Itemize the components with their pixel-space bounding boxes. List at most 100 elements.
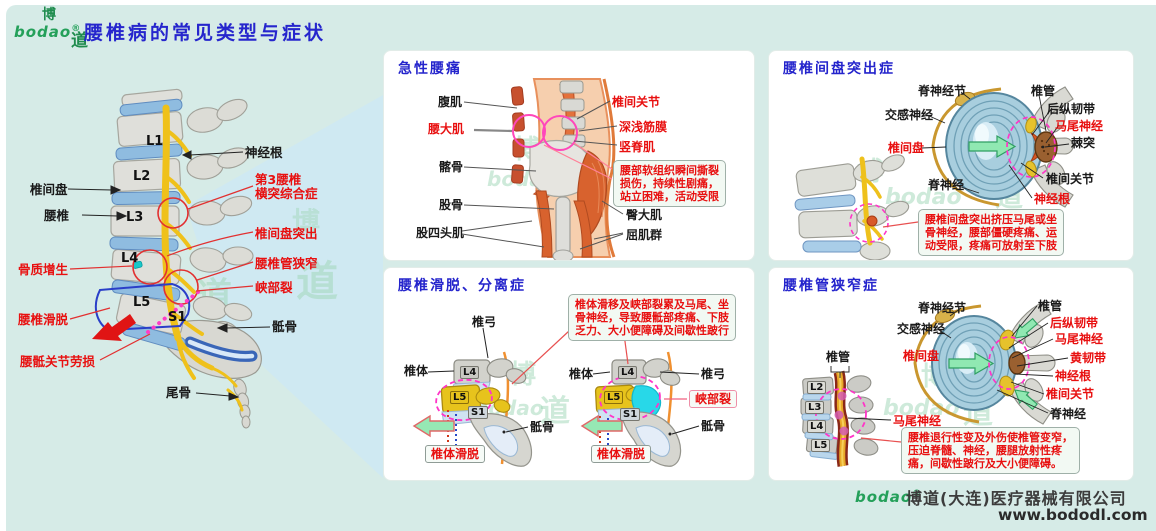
- label-l3-transverse-syndrome: 第3腰椎 横突综合症: [255, 172, 318, 202]
- panel-acute-low-back-pain: 博 bodao 道: [383, 50, 755, 261]
- acute-note-line2: 损伤，持续性剧痛，: [620, 177, 719, 190]
- label-coccyx: 尾骨: [166, 385, 192, 400]
- label-spinal-canal-small-fig: 椎管: [826, 350, 851, 364]
- label-lumbar-vertebra: 腰椎: [44, 208, 70, 223]
- label-quadriceps: 股四头肌: [416, 226, 465, 240]
- slip-note: 椎体滑移及峡部裂累及马尾、坐 骨神经，导致腰骶部疼痛、下肢 乏力、大小便障碍及间…: [568, 294, 736, 341]
- herniation-note-line1: 腰椎间盘突出挤压马尾或坐: [925, 213, 1057, 226]
- label-bone-spur: 骨质增生: [18, 262, 69, 277]
- label-fascia: 深浅筋膜: [619, 120, 668, 134]
- label-nerve-root: 神经根: [245, 145, 283, 160]
- label-femur: 股骨: [439, 198, 464, 212]
- label-cauda-equina: 马尾神经: [1055, 332, 1104, 346]
- watermark-bo: 博: [510, 360, 537, 390]
- panel-spondylolisthesis: 博 bodao 道: [383, 267, 755, 481]
- acute-pain-note: 腰部软组织瞬间撕裂 损伤，持续性剧痛， 站立困难，活动受限: [613, 160, 726, 207]
- label-nerve-root: 神经根: [1034, 192, 1071, 206]
- label-spinal-ganglion: 脊神经节: [918, 301, 967, 315]
- footer-website: www.bododl.com: [998, 506, 1148, 524]
- label-nerve-root: 神经根: [1055, 369, 1092, 383]
- herniation-note-line3: 动受限，疼痛可放射至下肢: [925, 239, 1057, 252]
- tag-vertebral-slip-right: 椎体滑脱: [591, 445, 652, 463]
- panel-acute-title: 急性腰痛: [398, 61, 462, 77]
- logo-bo-character: 博: [42, 7, 56, 23]
- label-sympathetic-nerve: 交感神经: [897, 322, 946, 336]
- label-disc: 椎间盘: [888, 141, 925, 155]
- label-cauda-equina: 马尾神经: [1055, 119, 1104, 133]
- label-spinal-stenosis: 腰椎管狭窄: [255, 256, 318, 271]
- label-lumbosacral-strain: 腰骶关节劳损: [20, 354, 96, 369]
- vertebra-chip-s1: S1: [620, 408, 641, 421]
- vertebra-chip-l5: L5: [450, 391, 470, 404]
- stenosis-note-line1: 腰椎退行性变及外伤使椎管变窄，: [908, 431, 1073, 444]
- vertebra-label-l1: L1: [146, 134, 164, 149]
- vertebra-chip-l4: L4: [807, 420, 827, 433]
- vertebra-chip-l4: L4: [618, 366, 638, 379]
- herniation-note-line2: 骨神经，腰部僵硬疼痛、运: [925, 226, 1057, 239]
- watermark-bo: 博: [514, 135, 541, 165]
- watermark-bo: 博: [857, 157, 884, 187]
- vertebra-label-l3: L3: [126, 210, 144, 225]
- label-spinal-nerve: 脊神经: [928, 178, 965, 192]
- panel-spinal-stenosis: 博 bodao 道: [768, 267, 1134, 481]
- stenosis-note: 腰椎退行性变及外伤使椎管变窄， 压迫脊髓、神经，腰腿放射性疼 痛，间歇性跛行及大…: [901, 427, 1080, 474]
- label-cauda-equina-small-fig: 马尾神经: [893, 414, 942, 428]
- slip-note-line3: 乏力、大小便障碍及间歇性跛行: [575, 324, 729, 337]
- watermark-dao: 道: [963, 396, 993, 431]
- label-sacrum: 骶骨: [701, 419, 726, 433]
- label-spinous-process: 棘突: [1071, 136, 1096, 150]
- panel-slip-title: 腰椎滑脱、分离症: [398, 278, 526, 294]
- label-vertebral-body: 椎体: [404, 364, 429, 378]
- label-spinal-canal: 椎管: [1031, 84, 1056, 98]
- footer-company-name: 博道(大连)医疗器械有限公司: [906, 489, 1127, 508]
- label-vertebral-body: 椎体: [569, 367, 594, 381]
- logo-bodao-word: bodao: [14, 23, 72, 41]
- vertebra-chip-l4: L4: [460, 366, 480, 379]
- label-gluteus-maximus: 臀大肌: [626, 208, 663, 222]
- vertebra-chip-l5: L5: [811, 439, 831, 452]
- acute-note-line3: 站立困难，活动受限: [620, 190, 719, 203]
- vertebra-label-s1: S1: [168, 310, 187, 325]
- tag-vertebral-slip-left: 椎体滑脱: [425, 445, 486, 463]
- vertebra-label-l4: L4: [121, 251, 139, 266]
- vertebra-chip-l5: L5: [604, 391, 624, 404]
- label-spondylolisthesis: 腰椎滑脱: [18, 312, 69, 327]
- footer-logo: bodao®: [855, 488, 922, 506]
- footer-registered-mark: ®: [912, 489, 923, 499]
- vertebra-chip-l2: L2: [807, 381, 827, 394]
- slip-note-line2: 骨神经，导致腰骶部疼痛、下肢: [575, 311, 729, 324]
- logo-bodao-text: bodao®: [14, 23, 81, 41]
- label-vertebral-arch: 椎弓: [701, 367, 726, 381]
- label-sacrum: 骶骨: [272, 319, 298, 334]
- acute-note-line1: 腰部软组织瞬间撕裂: [620, 164, 719, 177]
- label-facet-joint: 椎间关节: [1046, 387, 1095, 401]
- label-psoas-major: 腰大肌: [428, 122, 465, 136]
- stenosis-note-line2: 压迫脊髓、神经，腰腿放射性疼: [908, 444, 1062, 457]
- label-disc-herniation: 椎间盘突出: [255, 226, 318, 241]
- slip-note-line1: 椎体滑移及峡部裂累及马尾、坐: [575, 298, 729, 311]
- vertebra-chip-s1: S1: [468, 406, 489, 419]
- label-erector-spinae: 竖脊肌: [619, 140, 656, 154]
- panel-disc-herniation: 博 bodao 道: [768, 50, 1134, 261]
- label-ligamentum-flavum: 黄韧带: [1070, 351, 1107, 365]
- watermark-bodao: bodao: [487, 167, 557, 191]
- stenosis-note-line3: 痛，间歇性跛行及大小便障碍。: [908, 457, 1062, 470]
- label-facet-joint: 椎间关节: [1046, 172, 1095, 186]
- herniation-note: 腰椎间盘突出挤压马尾或坐 骨神经，腰部僵硬疼痛、运 动受限，疼痛可放射至下肢: [918, 209, 1064, 256]
- label-l3-transverse-syndrome-line1: 第3腰椎: [255, 172, 302, 187]
- panel-herniation-title: 腰椎间盘突出症: [783, 61, 895, 77]
- label-intervertebral-disc: 椎间盘: [30, 182, 68, 197]
- label-posterior-longitudinal-ligament: 后纵韧带: [1047, 102, 1096, 116]
- label-posterior-longitudinal-ligament: 后纵韧带: [1050, 316, 1099, 330]
- label-spinal-ganglion: 脊神经节: [918, 84, 967, 98]
- label-vertebral-arch: 椎弓: [472, 315, 497, 329]
- brand-logo: 博 bodao® 道: [14, 4, 90, 51]
- label-abdominal-muscle: 腹肌: [438, 95, 463, 109]
- logo-registered-mark: ®: [71, 24, 82, 34]
- label-sympathetic-nerve: 交感神经: [885, 108, 934, 122]
- page-title: 腰椎病的常见类型与症状: [84, 22, 327, 44]
- watermark-dao: 道: [570, 163, 600, 198]
- vertebra-chip-l3: L3: [805, 401, 825, 414]
- label-spinal-canal: 椎管: [1038, 299, 1063, 313]
